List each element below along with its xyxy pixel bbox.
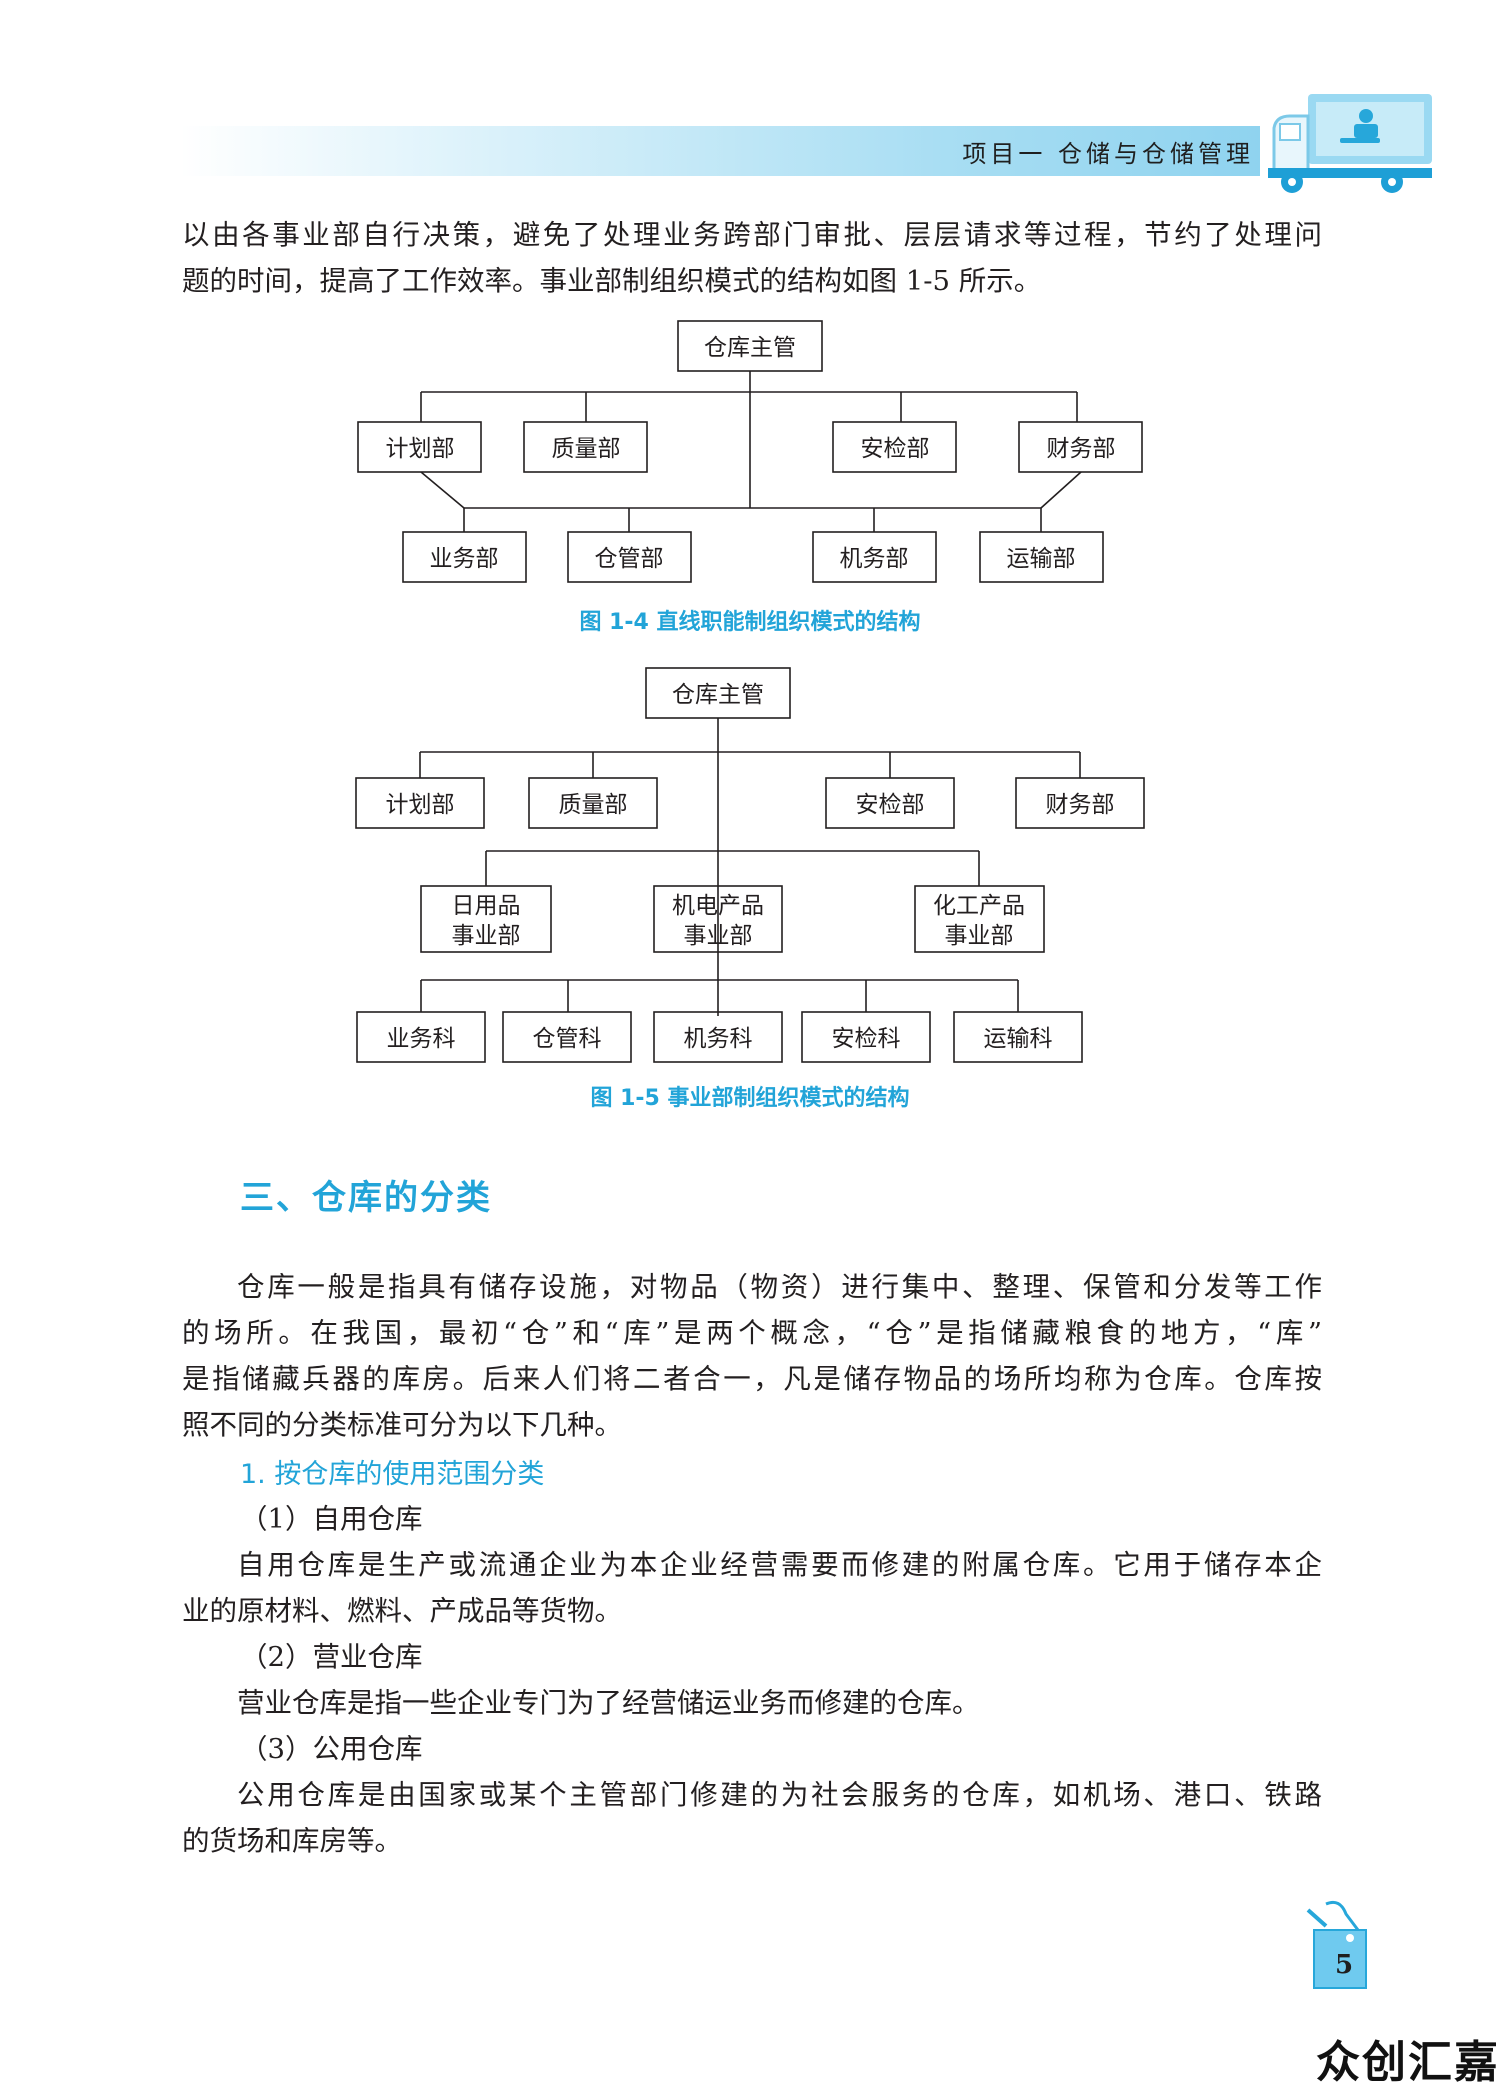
chart-node-division: 日用品 xyxy=(452,893,521,919)
intro-line-2: 题的时间，提高了工作效率。事业部制组织模式的结构如图 1-5 所示。 xyxy=(182,265,1042,297)
chart-node-division: 事业部 xyxy=(684,923,753,949)
section-p1-line-4: 照不同的分类标准可分为以下几种。 xyxy=(182,1409,622,1441)
figure-1-4-caption: 图 1-4 直线职能制组织模式的结构 xyxy=(579,610,921,635)
header-band xyxy=(180,126,1260,176)
item-1-text-line-1: 自用仓库是生产或流通企业为本企业经营需要而修建的附属仓库。它用于储存本企 xyxy=(237,1549,1322,1581)
chart-node-row2: 运输部 xyxy=(1007,546,1076,572)
chart-node-row1: 计划部 xyxy=(386,792,455,818)
chart-node-row3: 仓管科 xyxy=(533,1026,602,1052)
item-3-text-line-2: 的货场和库房等。 xyxy=(182,1825,402,1857)
delivery-truck-icon xyxy=(1268,94,1432,193)
section-p1-line-3: 是指储藏兵器的库房。后来人们将二者合一，凡是储存物品的场所均称为仓库。仓库按 xyxy=(182,1363,1322,1395)
item-1-text-line-2: 业的原材料、燃料、产成品等货物。 xyxy=(182,1595,622,1627)
item-2-title: （2）营业仓库 xyxy=(240,1641,423,1673)
chart-node-division: 事业部 xyxy=(452,923,521,949)
chart-node-row1: 财务部 xyxy=(1046,792,1115,818)
intro-line-1: 以由各事业部自行决策，避免了处理业务跨部门审批、层层请求等过程，节约了处理问 xyxy=(182,219,1322,251)
chart-node-row2: 仓管部 xyxy=(595,546,664,572)
figure-1-4-chart: 仓库主管 计划部 质量部 安检部 财务部 业务部 仓管部 机务部 运输部 xyxy=(340,318,1160,588)
chart-node-row1: 计划部 xyxy=(386,436,455,462)
item-3-title: （3）公用仓库 xyxy=(240,1733,423,1765)
chart-node-row1: 安检部 xyxy=(861,436,930,462)
chart-node-row3: 机务科 xyxy=(684,1026,753,1052)
chart-node-row3: 运输科 xyxy=(984,1026,1053,1052)
chart-node-top: 仓库主管 xyxy=(672,682,764,708)
chart-node-row1: 安检部 xyxy=(856,792,925,818)
section-p1-line-2: 的场所。在我国，最初“仓”和“库”是两个概念，“仓”是指储藏粮食的地方，“库” xyxy=(182,1317,1322,1349)
chart-node-row1: 财务部 xyxy=(1047,436,1116,462)
subsection-title: 1. 按仓库的使用范围分类 xyxy=(240,1459,545,1490)
chart-node-row1: 质量部 xyxy=(559,792,628,818)
item-1-title: （1）自用仓库 xyxy=(240,1503,423,1535)
section-p1-line-1: 仓库一般是指具有储存设施，对物品（物资）进行集中、整理、保管和分发等工作 xyxy=(237,1271,1322,1303)
chart-node-row3: 业务科 xyxy=(387,1026,456,1052)
page-number: 5 xyxy=(1334,1950,1354,1980)
figure-1-5-chart: 仓库主管 计划部 质量部 安检部 财务部 日用品 事业部 机电产品 事业部 化工… xyxy=(340,664,1160,1066)
section-title: 三、仓库的分类 xyxy=(240,1178,492,1218)
chart-node-row3: 安检科 xyxy=(832,1026,901,1052)
item-2-text: 营业仓库是指一些企业专门为了经营储运业务而修建的仓库。 xyxy=(237,1687,980,1719)
running-header-title: 项目一 仓储与仓储管理 xyxy=(962,140,1254,168)
chart-node-top: 仓库主管 xyxy=(704,335,796,361)
figure-1-5-caption: 图 1-5 事业部制组织模式的结构 xyxy=(590,1086,910,1111)
chart-node-division: 事业部 xyxy=(945,923,1014,949)
chart-node-row2: 业务部 xyxy=(430,546,499,572)
chart-node-division: 化工产品 xyxy=(933,893,1025,919)
page-tag-icon xyxy=(1306,1900,1367,1989)
watermark-text: 众创汇嘉 xyxy=(1316,2037,1500,2088)
chart-node-row2: 机务部 xyxy=(840,546,909,572)
item-3-text-line-1: 公用仓库是由国家或某个主管部门修建的为社会服务的仓库，如机场、港口、铁路 xyxy=(237,1779,1322,1811)
chart-node-row1: 质量部 xyxy=(552,436,621,462)
chart-node-division: 机电产品 xyxy=(672,893,764,919)
